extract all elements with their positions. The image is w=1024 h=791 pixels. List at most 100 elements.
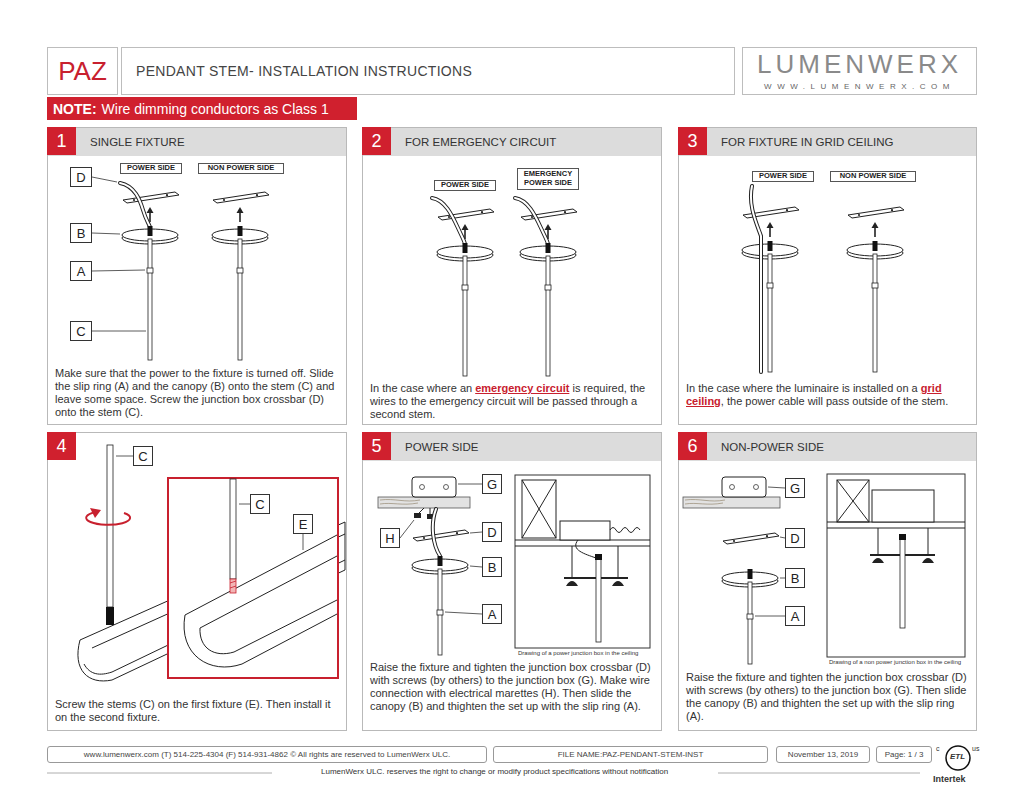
- fixture-assembly-art: [239, 504, 250, 505]
- footer-art: [718, 773, 920, 774]
- certification-mark-text: us: [972, 745, 979, 753]
- callout-letter: C: [70, 321, 92, 341]
- certification-body: Intertek: [933, 775, 966, 785]
- instruction-text-block: Make sure that the power to the fixture …: [55, 367, 339, 418]
- fixture-assembly-art: [230, 479, 236, 579]
- note-banner: NOTE:Wire dimming conductors as Class 1: [47, 97, 357, 120]
- callout-letter: C: [250, 494, 270, 514]
- instruction-text: Make sure that the power to the fixture …: [55, 367, 334, 418]
- callout-letter: G: [785, 478, 805, 498]
- step-number: 3: [678, 127, 707, 155]
- step-heading: FOR FIXTURE IN GRID CEILING: [721, 128, 894, 156]
- step-number: 4: [47, 432, 76, 460]
- callout-letter: H: [380, 528, 400, 548]
- side-label: NON POWER SIDE: [198, 163, 284, 174]
- side-label: EMERGENCY POWER SIDE: [517, 168, 579, 190]
- callout-letter: B: [70, 223, 92, 243]
- callout-letter-text: G: [790, 481, 800, 496]
- callout-letter-text: G: [487, 477, 497, 492]
- callout-letter-text: C: [138, 449, 147, 464]
- instruction-text: In the case where an: [370, 382, 472, 394]
- step-number-text: 3: [687, 131, 697, 152]
- instruction-text: Raise the fixture and tighten the juncti…: [686, 671, 967, 722]
- fixture-assembly-art: [90, 508, 101, 518]
- callout-letter: A: [785, 606, 805, 626]
- step-panel: FOR FIXTURE IN GRID CEILING In the case w…: [678, 127, 977, 425]
- fixture-assembly-art: [168, 478, 338, 678]
- figure-caption: Drawing of a non power junction box in t…: [829, 659, 961, 666]
- callout-letter: B: [785, 568, 805, 588]
- fixture-assembly-art: [106, 607, 114, 625]
- title-box: PENDANT STEM- INSTALLATION INSTRUCTIONS: [121, 47, 735, 95]
- instruction-text-block: Raise the fixture and tighten the juncti…: [370, 661, 654, 712]
- footer-box: Page: 1 / 3: [876, 746, 932, 763]
- instruction-text: , the power cable will pass outside of t…: [721, 395, 948, 407]
- instruction-text-block: In the case where the luminaire is insta…: [686, 382, 969, 408]
- footer-text: Page: 1 / 3: [885, 750, 924, 759]
- footer-text: November 13, 2019: [788, 750, 858, 759]
- callout-letter-text: C: [255, 497, 264, 512]
- figure-caption: Drawing of a power junction box in the c…: [518, 650, 638, 657]
- side-label-text: POWER SIDE: [127, 164, 175, 173]
- logo-text: WWW.LUMENWERX.COM: [764, 82, 955, 91]
- document-title: PENDANT STEM- INSTALLATION INSTRUCTIONS: [136, 63, 472, 79]
- step-number: 5: [362, 432, 391, 460]
- step-panel: SINGLE FIXTURE Make sure that the power t…: [47, 127, 347, 425]
- callout-letter-text: D: [487, 525, 496, 540]
- callout-letter-text: B: [77, 226, 86, 241]
- callout-letter-text: B: [791, 571, 800, 586]
- callout-letter-text: D: [790, 531, 799, 546]
- step-number-text: 1: [56, 131, 66, 152]
- callout-letter-text: A: [488, 607, 497, 622]
- side-label: POWER SIDE: [434, 180, 496, 191]
- instruction-text-block: Raise the fixture and tighten the juncti…: [686, 671, 969, 722]
- step-heading: SINGLE FIXTURE: [90, 128, 185, 156]
- footer-text: www.lumenwerx.com (T) 514-225-4304 (F) 5…: [84, 750, 450, 759]
- callout-letter: D: [70, 167, 92, 187]
- glossary-link: emergency circuit: [475, 382, 569, 394]
- step-panel: POWER SIDE Raise the fixture and tighten …: [362, 432, 662, 731]
- fixture-assembly-art: [107, 445, 113, 607]
- fixture-assembly-art: [200, 556, 337, 628]
- step-number-text: 2: [371, 131, 381, 152]
- fixture-assembly-art: [86, 512, 130, 525]
- callout-letter: E: [293, 514, 313, 534]
- side-label-text: EMERGENCY POWER SIDE: [518, 170, 578, 187]
- instruction-text: Raise the fixture and tighten the juncti…: [370, 661, 651, 712]
- fixture-assembly-art: [303, 534, 304, 550]
- fixture-assembly-art: [230, 579, 236, 593]
- callout-letter: A: [70, 261, 92, 281]
- side-label-text: POWER SIDE: [759, 172, 807, 181]
- fixture-assembly-art: [78, 445, 345, 681]
- footer-art: [946, 746, 970, 770]
- callout-letter-text: B: [488, 560, 497, 575]
- step-number: 1: [47, 127, 76, 155]
- side-label: POWER SIDE: [752, 171, 814, 182]
- side-label-text: NON POWER SIDE: [208, 164, 275, 173]
- step-number: 2: [362, 127, 391, 155]
- callout-letter-text: E: [299, 517, 308, 532]
- fixture-assembly-art: [200, 600, 337, 654]
- instruction-text: Screw the stems (C) on the first fixture…: [55, 698, 331, 723]
- side-label-text: POWER SIDE: [441, 181, 489, 190]
- footer-box: FILE NAME:PAZ-PENDANT-STEM-INST: [493, 746, 768, 763]
- footer-box: www.lumenwerx.com (T) 514-225-4304 (F) 5…: [47, 746, 487, 763]
- step-heading: NON-POWER SIDE: [721, 433, 824, 461]
- callout-letter: C: [133, 446, 153, 466]
- step-panel: Screw the stems (C) on the first fixture…: [47, 432, 347, 731]
- instruction-text: In the case where the luminaire is insta…: [686, 382, 918, 394]
- side-label: NON POWER SIDE: [830, 171, 916, 182]
- logo-text: LUMENWERX: [757, 51, 962, 78]
- step-heading: POWER SIDE: [405, 433, 478, 461]
- step-panel: FOR EMERGENCY CIRCUITIn the case where a…: [362, 127, 662, 425]
- side-label-text: NON POWER SIDE: [840, 172, 907, 181]
- step-number: 6: [678, 432, 707, 460]
- callout-letter-text: C: [76, 324, 85, 339]
- product-code-box: PAZ: [47, 47, 118, 95]
- callout-letter: A: [482, 604, 502, 624]
- certification-mark-text: ETL: [950, 753, 965, 762]
- fixture-assembly-art: [230, 581, 236, 583]
- note-text: Wire dimming conductors as Class 1: [102, 101, 329, 117]
- callout-letter: D: [482, 522, 502, 542]
